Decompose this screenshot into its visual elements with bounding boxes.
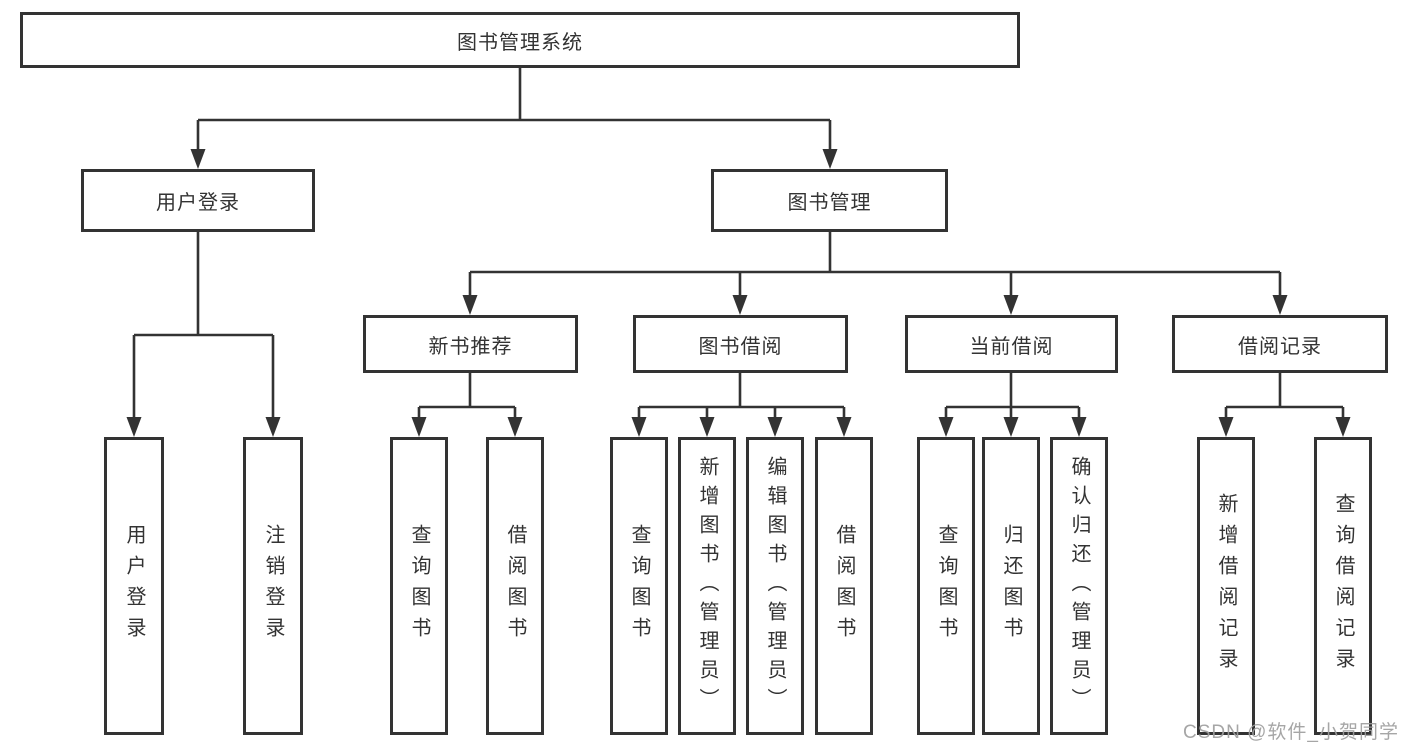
node-new-book-recommend-label: 新书推荐 (428, 335, 513, 358)
leaf-current-query-books-label: 查询图书 (935, 524, 957, 648)
node-book-borrow: 图书借阅 (633, 315, 848, 373)
leaf-user-login-label: 用户登录 (123, 524, 145, 648)
node-new-book-recommend: 新书推荐 (363, 315, 578, 373)
connector-root-to-level2 (190, 68, 838, 169)
connector-book-mgmt-to-level3 (462, 232, 1288, 315)
csdn-watermark: CSDN @软件_小贺同学 (1183, 722, 1399, 743)
connector-new-book-to-leaves (411, 373, 523, 437)
leaf-add-borrow-record-label: 新增借阅记录 (1215, 493, 1237, 679)
leaf-borrow-books: 借阅图书 (815, 437, 873, 735)
node-borrow-records-label: 借阅记录 (1238, 335, 1322, 358)
leaf-add-books-admin: 新增图书（管理员） (678, 437, 736, 735)
leaf-add-books-admin-label: 新增图书（管理员） (696, 455, 718, 717)
leaf-return-books: 归还图书 (982, 437, 1040, 735)
node-book-management: 图书管理 (711, 169, 948, 232)
leaf-user-login: 用户登录 (104, 437, 164, 735)
leaf-edit-books-admin: 编辑图书（管理员） (746, 437, 804, 735)
leaf-add-borrow-record: 新增借阅记录 (1197, 437, 1255, 735)
leaf-recommend-query-books: 查询图书 (390, 437, 448, 735)
node-library-system: 图书管理系统 (20, 12, 1020, 68)
node-user-login-label: 用户登录 (156, 192, 240, 214)
node-library-system-label: 图书管理系统 (457, 31, 583, 54)
connector-current-borrow-to-leaves (938, 373, 1087, 437)
leaf-query-borrow-record: 查询借阅记录 (1314, 437, 1372, 735)
node-book-borrow-label: 图书借阅 (698, 335, 783, 358)
leaf-borrow-query-books: 查询图书 (610, 437, 668, 735)
leaf-recommend-query-books-label: 查询图书 (408, 524, 430, 648)
node-current-borrow: 当前借阅 (905, 315, 1118, 373)
leaf-recommend-borrow-books-label: 借阅图书 (504, 524, 526, 648)
leaf-current-query-books: 查询图书 (917, 437, 975, 735)
leaf-confirm-return-admin: 确认归还（管理员） (1050, 437, 1108, 735)
node-borrow-records: 借阅记录 (1172, 315, 1388, 373)
leaf-recommend-borrow-books: 借阅图书 (486, 437, 544, 735)
leaf-logout: 注销登录 (243, 437, 303, 735)
leaf-logout-label: 注销登录 (262, 524, 284, 648)
leaf-query-borrow-record-label: 查询借阅记录 (1332, 493, 1354, 679)
leaf-confirm-return-admin-label: 确认归还（管理员） (1068, 455, 1090, 717)
node-user-login: 用户登录 (81, 169, 315, 232)
connector-borrow-records-to-leaves (1218, 373, 1351, 437)
leaf-return-books-label: 归还图书 (1000, 524, 1022, 648)
connector-user-login-to-leaves (126, 232, 281, 437)
leaf-edit-books-admin-label: 编辑图书（管理员） (764, 455, 786, 717)
node-book-management-label: 图书管理 (787, 192, 872, 214)
connector-book-borrow-to-leaves (631, 373, 852, 437)
leaf-borrow-query-books-label: 查询图书 (628, 524, 650, 648)
leaf-borrow-books-label: 借阅图书 (833, 524, 855, 648)
node-current-borrow-label: 当前借阅 (969, 335, 1054, 358)
